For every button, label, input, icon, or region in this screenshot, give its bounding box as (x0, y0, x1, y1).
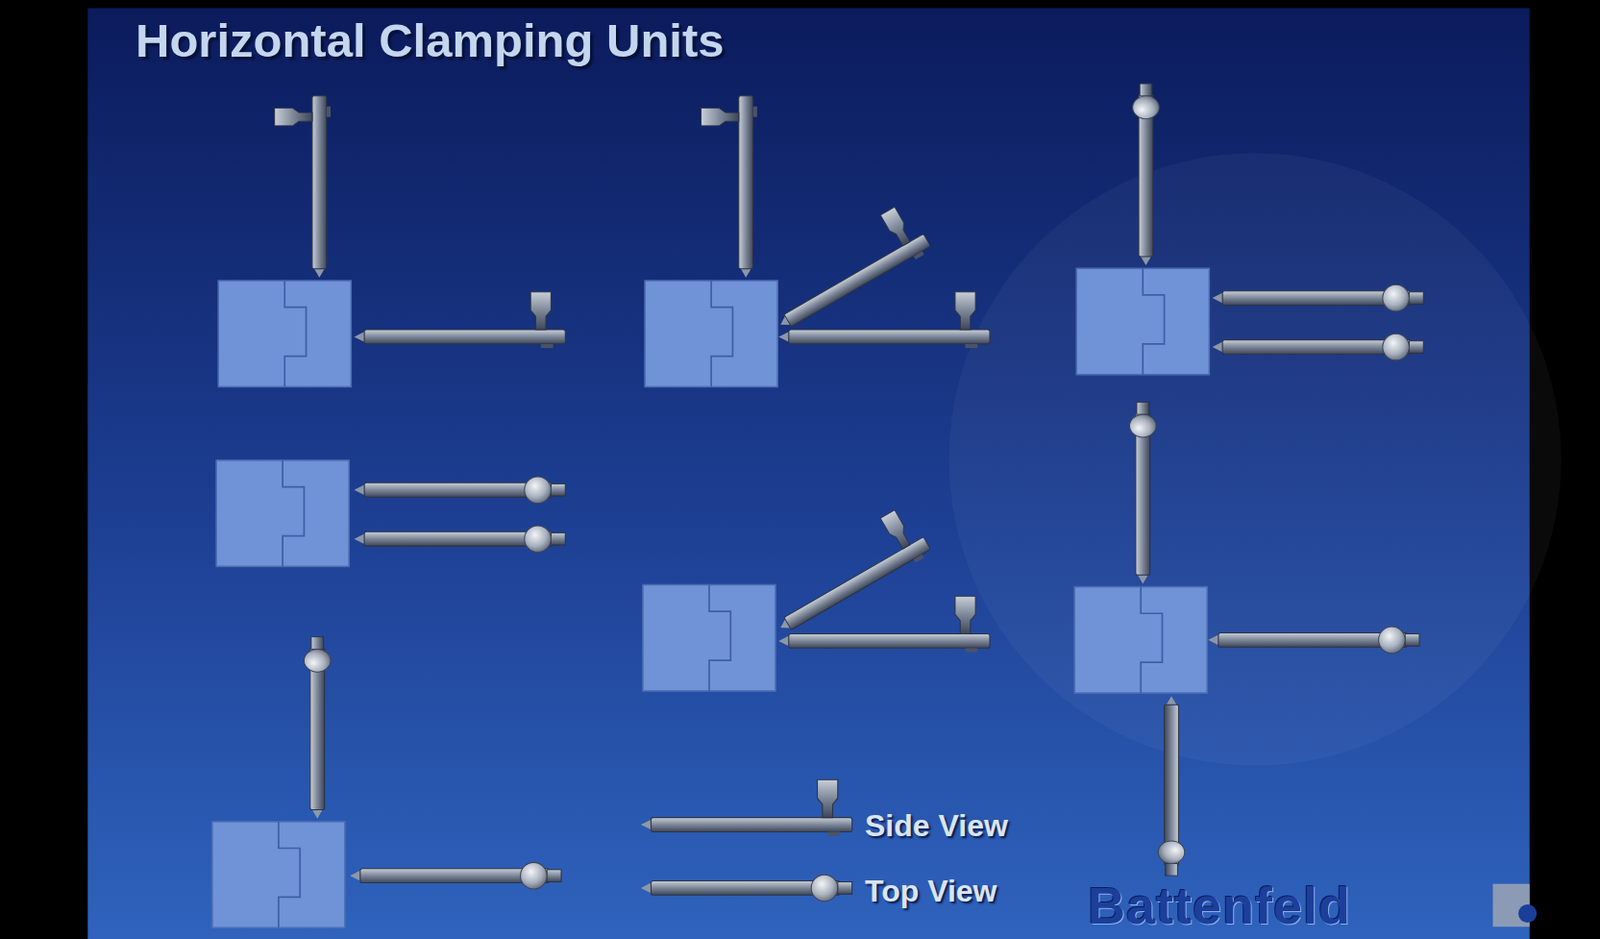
view-label: Side View (864, 810, 1009, 841)
brand-logo: Battenfeld (1087, 879, 1352, 932)
view-label: Top View (864, 875, 998, 907)
diagram-title: Horizontal Clamping Units (135, 17, 725, 65)
